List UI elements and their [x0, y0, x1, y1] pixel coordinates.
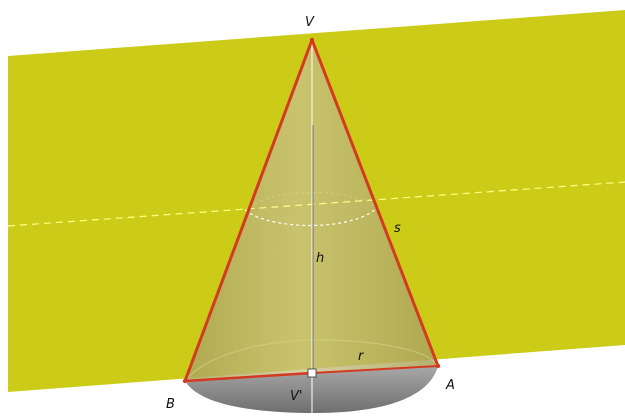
label-apex: V: [305, 15, 315, 30]
label-radius: r: [358, 349, 365, 364]
section-ellipse: [244, 207, 378, 227]
label-point-a: A: [445, 378, 455, 393]
label-base-center: V': [290, 389, 302, 404]
label-point-b: B: [166, 397, 175, 412]
vertex-b-point: [182, 378, 188, 384]
right-angle-marker: [307, 368, 317, 378]
vertex-v-point: [309, 37, 315, 43]
label-height: h: [316, 251, 324, 266]
base-ellipse-back: [184, 339, 439, 382]
edge-vb: [183, 39, 314, 382]
section-ellipse-back: [244, 191, 378, 211]
base-diameter: [184, 371, 313, 383]
edge-va: [310, 39, 440, 367]
radius-segment: [311, 365, 439, 374]
label-slant: s: [394, 221, 401, 236]
vertex-a-point: [435, 363, 441, 369]
